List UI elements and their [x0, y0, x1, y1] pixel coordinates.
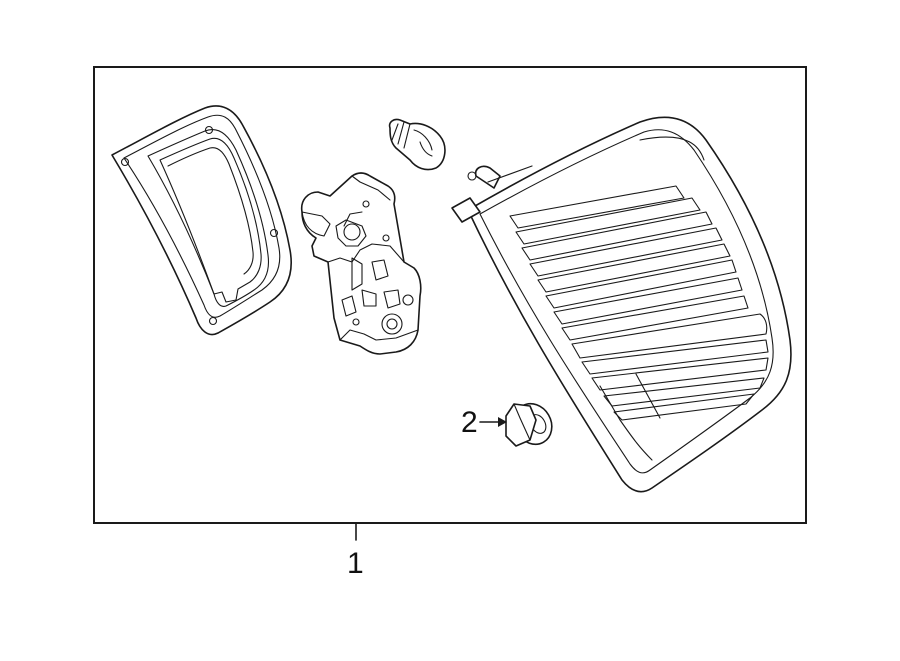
callout-1-label: 1 — [347, 547, 364, 580]
bulb-socket-holder-icon — [300, 172, 422, 355]
callout-2-label: 2 — [461, 406, 478, 439]
bulb-icon — [388, 118, 446, 171]
diagram-frame — [93, 66, 807, 524]
nut-icon — [505, 402, 553, 447]
callout-2: 2 — [461, 406, 507, 439]
tail-lamp-lens-housing-icon — [451, 116, 792, 493]
callout-2-arrowhead — [498, 417, 507, 427]
callout-1: 1 — [347, 522, 364, 580]
lamp-gasket-seal-icon — [111, 105, 292, 336]
lens-stripes — [509, 185, 769, 421]
